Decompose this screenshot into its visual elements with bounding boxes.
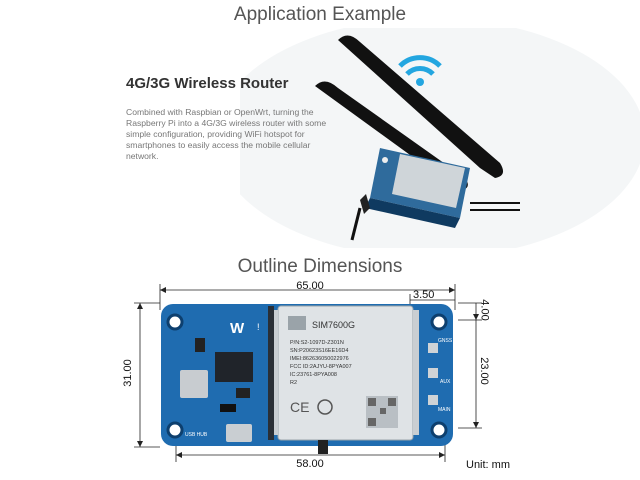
crystal-component: [180, 370, 208, 398]
dim-width-bottom: 58.00: [296, 458, 324, 470]
router-description: Combined with Raspbian or OpenWrt, turni…: [126, 107, 327, 161]
antenna-icon: [338, 35, 504, 178]
dim-width-top: 65.00: [296, 280, 324, 292]
outline-dimensions-title: Outline Dimensions: [237, 256, 403, 277]
router-photo: [240, 28, 640, 248]
usb-hub-label: USB HUB: [185, 432, 208, 438]
dim-height-left: 31.00: [121, 359, 134, 387]
dim-offset-top: 3.50: [413, 289, 435, 301]
module-name: SIM7600G: [312, 320, 355, 330]
dim-right-top: 4.00: [478, 299, 491, 321]
aux-label: AUX: [440, 379, 451, 385]
svg-text:CE: CE: [290, 399, 309, 415]
module-label-line: P/N:S2-1097D-Z301N: [290, 340, 344, 346]
unit-label: Unit: mm: [466, 459, 510, 471]
module-label-line: SN:P20623S16EE16D4: [290, 348, 348, 354]
main-label: MAIN: [438, 407, 451, 413]
module-label-lines: P/N:S2-1097D-Z301N SN:P20623S16EE16D4IMEI…: [290, 340, 352, 386]
board-photo: [365, 148, 470, 228]
module-label-line: FCC ID:2AJYU-8PYA007: [290, 364, 352, 370]
wifi-icon: [398, 55, 442, 86]
usb-port: [226, 424, 252, 442]
application-example-title: Application Example: [233, 4, 407, 25]
router-heading: 4G/3G Wireless Router: [126, 75, 289, 92]
waveshare-logo: W: [230, 320, 245, 337]
module-label-line: IMEI:862636050022976: [290, 356, 349, 362]
module-label-line: IC:23761-8PYA008: [290, 372, 337, 378]
svg-text:!: !: [257, 322, 260, 332]
gnss-label: GNSS: [438, 338, 453, 344]
dim-right-mid: 23.00: [477, 357, 490, 385]
module-label-line: R2: [290, 380, 297, 386]
